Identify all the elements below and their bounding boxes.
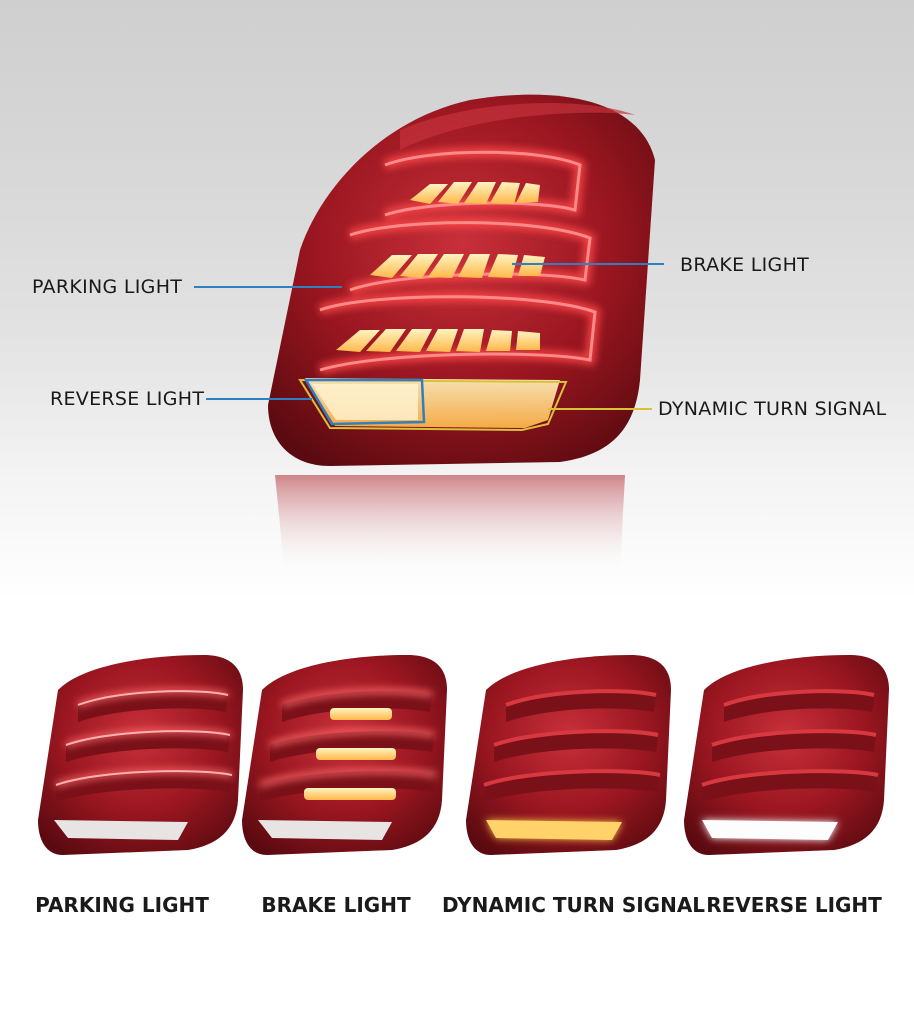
hero-tail-light [268, 94, 655, 575]
panel-lamp-reverse [684, 655, 889, 855]
caption-parking-light: PARKING LIGHT [35, 893, 209, 917]
hero-reflection [275, 475, 625, 575]
hero-reverse-lens [312, 384, 418, 420]
hero-led-row-1 [410, 182, 540, 204]
hero-housing [268, 94, 655, 466]
panel-lamp-turn [466, 655, 671, 855]
hero-led-row-2 [370, 254, 545, 278]
caption-dynamic-turn-signal: DYNAMIC TURN SIGNAL [442, 893, 706, 917]
callout-dynamic-turn-signal: DYNAMIC TURN SIGNAL [658, 398, 887, 420]
reverse-light-outline [303, 378, 426, 426]
hero-housing-top [400, 103, 635, 150]
hero-led-row-3 [336, 329, 540, 352]
caption-brake-light: BRAKE LIGHT [261, 893, 411, 917]
callout-brake-light: BRAKE LIGHT [680, 254, 810, 276]
panel-lamp-parking [38, 655, 243, 855]
callout-parking-light: PARKING LIGHT [32, 276, 183, 298]
turn-signal-outline [298, 378, 568, 432]
caption-reverse-light: REVERSE LIGHT [706, 893, 882, 917]
panel-lamp-brake [242, 655, 447, 855]
callout-reverse-light: REVERSE LIGHT [50, 388, 205, 410]
